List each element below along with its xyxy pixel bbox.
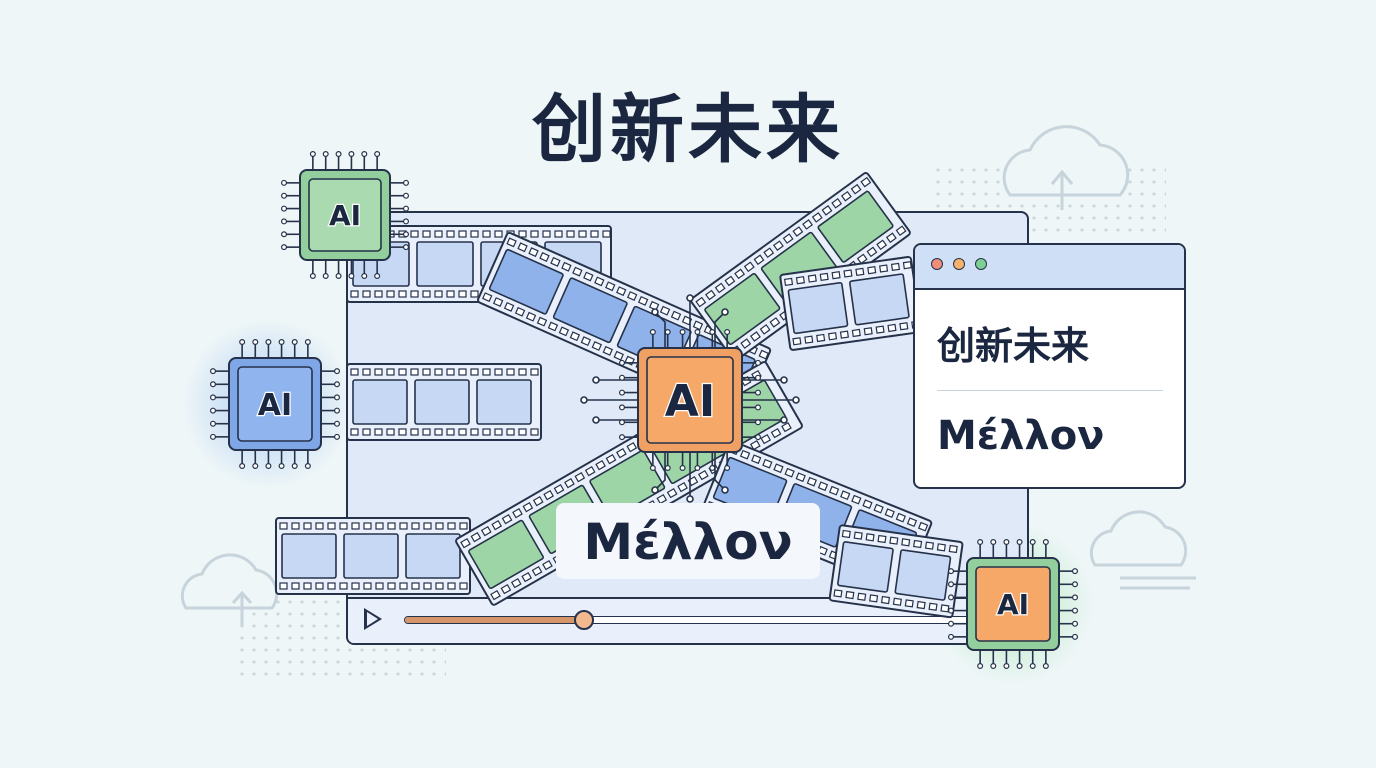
browser-titlebar (915, 245, 1184, 290)
divider (937, 390, 1163, 391)
film-strip (275, 517, 471, 595)
page-title: 创新未来 (532, 87, 844, 173)
chip-label: AI (997, 588, 1029, 621)
browser-subheading: Μέλλον (937, 413, 1105, 459)
film-strip (346, 363, 542, 441)
play-icon[interactable] (364, 608, 382, 630)
close-dot-icon[interactable] (931, 258, 943, 270)
browser-heading: 创新未来 (937, 324, 1090, 368)
chip-label: AI (258, 388, 292, 423)
ai-chip-icon: AI (210, 339, 341, 470)
cloud-upload-icon (180, 553, 279, 625)
ai-chip-icon: AI (947, 538, 1078, 669)
ai-chip-icon: AI (618, 329, 761, 472)
progress-fill (405, 617, 582, 623)
chip-label: AI (665, 376, 715, 427)
film-strip (779, 256, 922, 351)
progress-track[interactable] (404, 610, 996, 630)
ai-chip-icon: AI (281, 151, 410, 280)
film-strip (690, 172, 911, 362)
minimize-dot-icon[interactable] (953, 258, 965, 270)
cloud-upload-icon (1002, 125, 1130, 210)
maximize-dot-icon[interactable] (975, 258, 987, 270)
scrubber-handle[interactable] (574, 610, 594, 630)
cloud-icon (1089, 510, 1196, 590)
film-strip (828, 524, 964, 619)
video-caption: Μέλλον (556, 503, 820, 579)
circuit-lines-center (580, 294, 800, 503)
chip-label: AI (329, 199, 361, 232)
browser-window: 创新未来 Μέλλον (913, 243, 1186, 489)
